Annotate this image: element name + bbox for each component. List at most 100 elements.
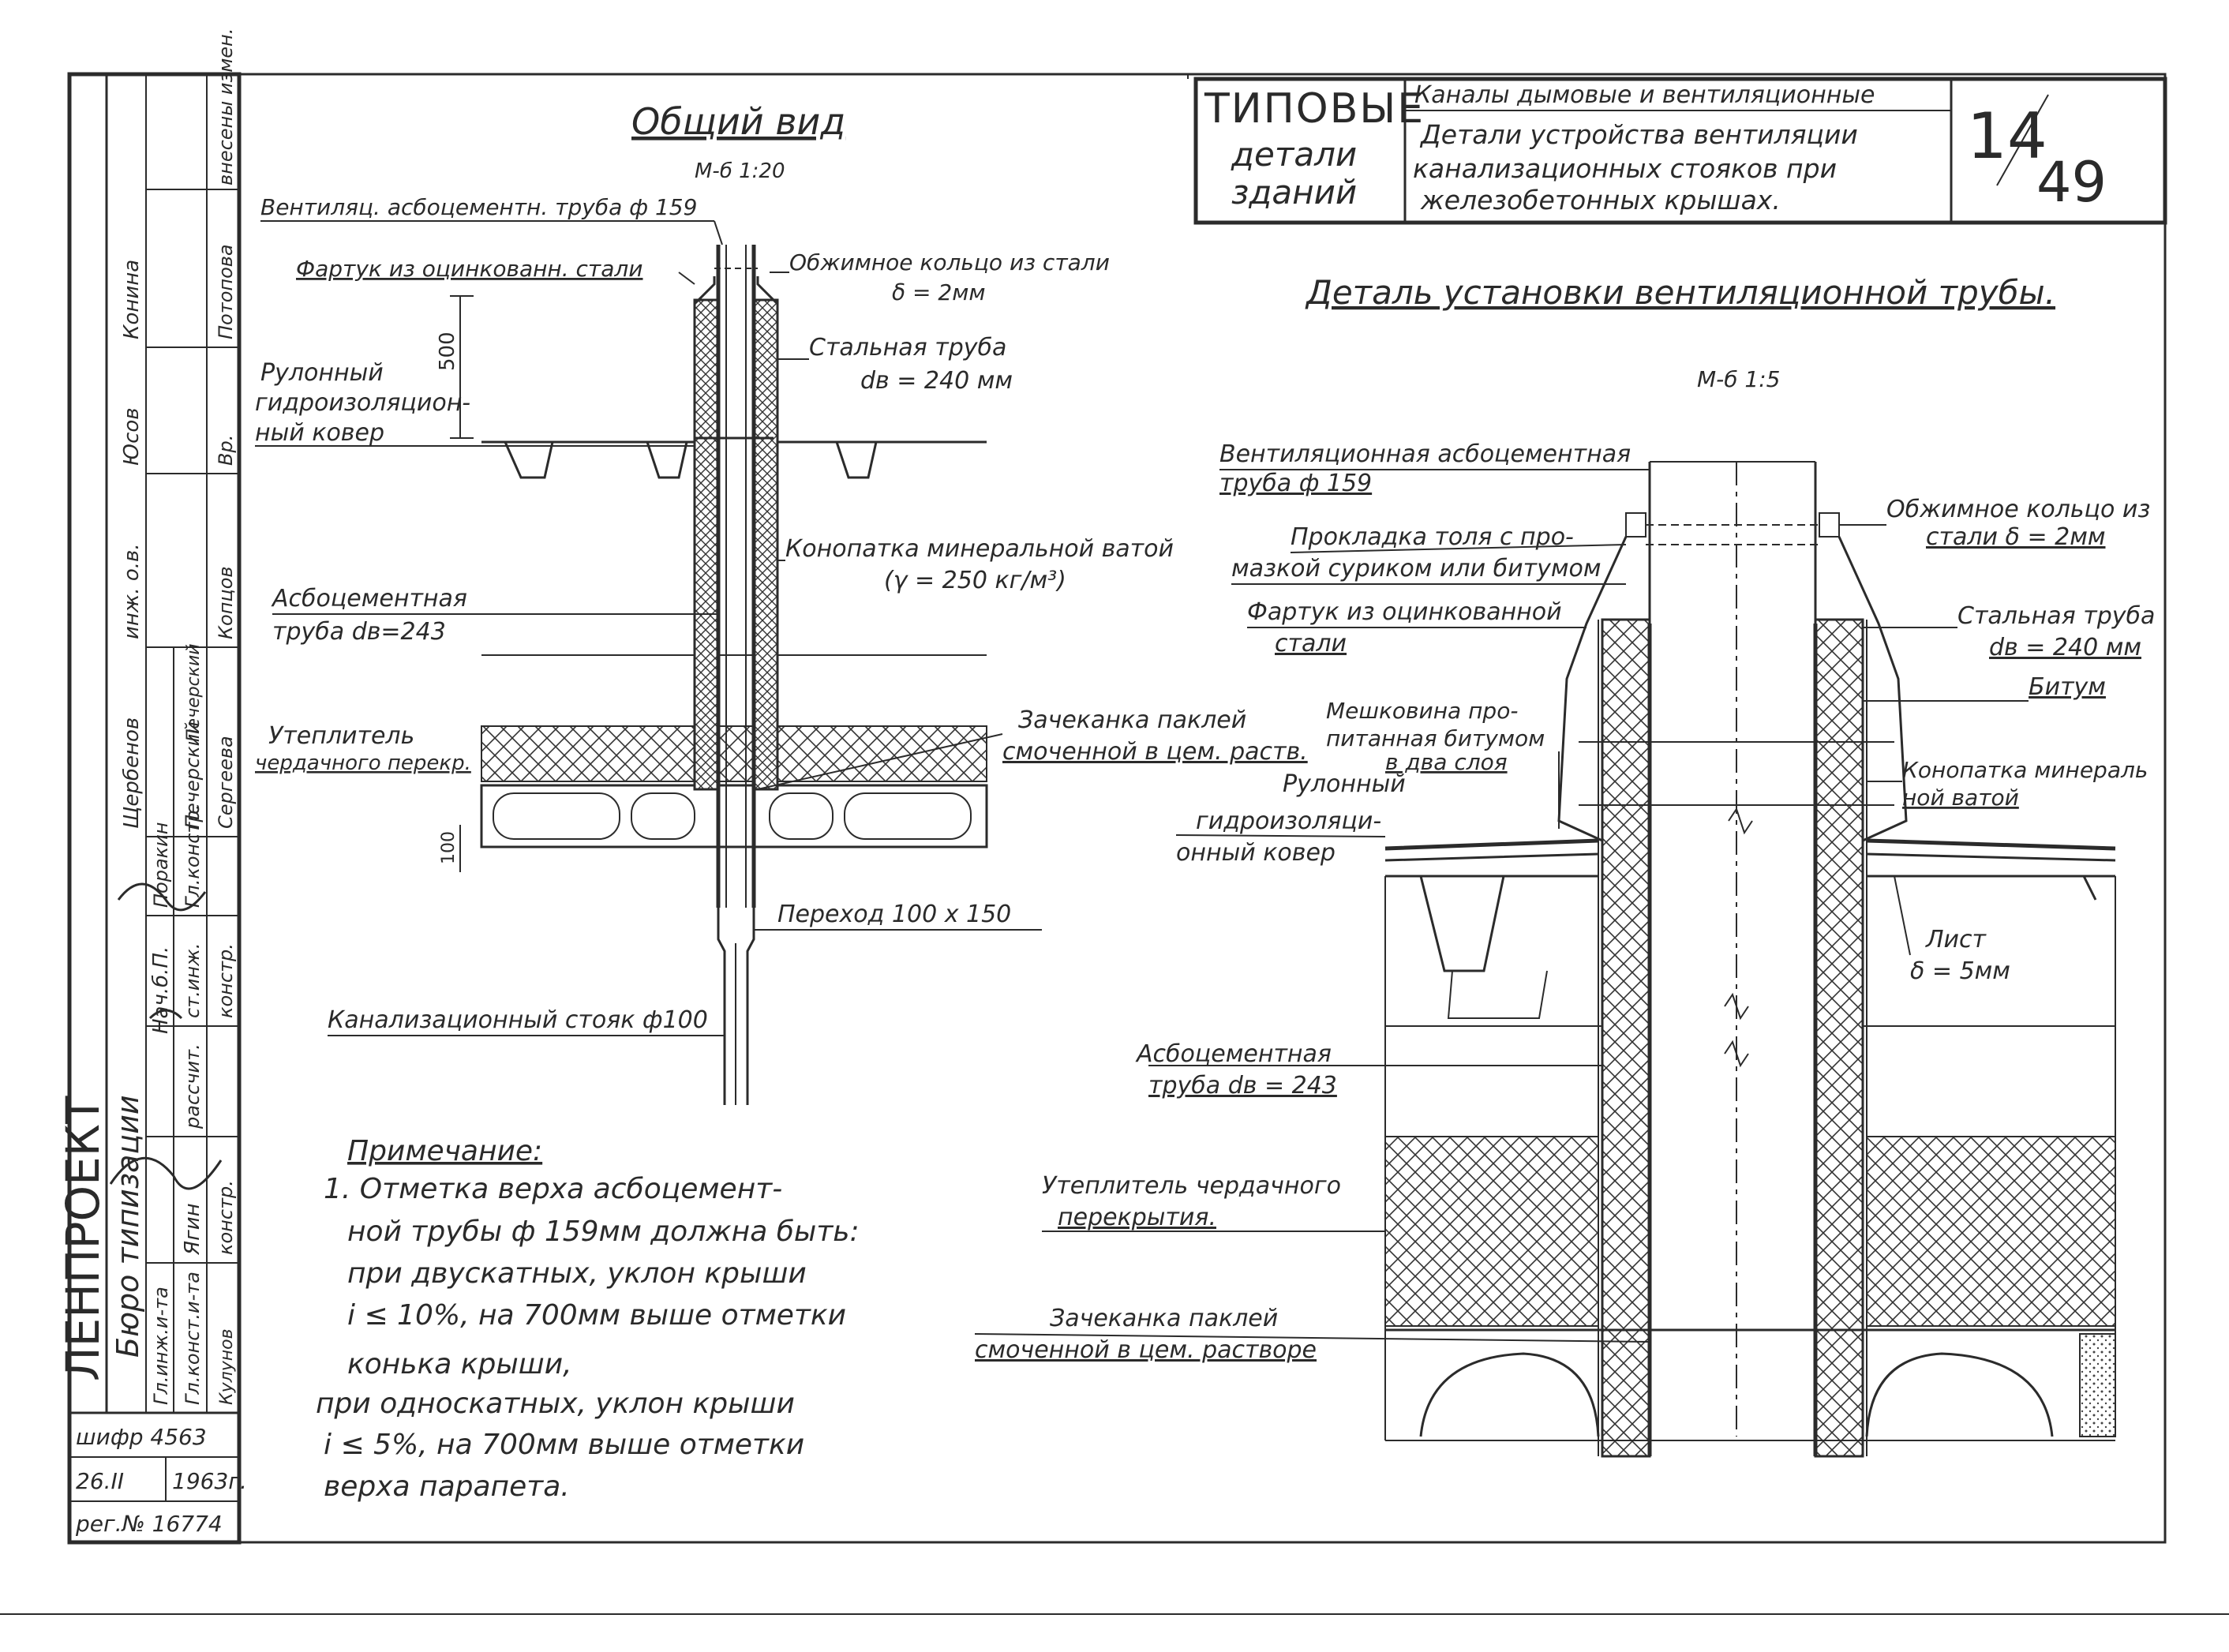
note-line-7: i ≤ 5%, на 700мм выше отметки: [324, 1429, 804, 1461]
detail-insulation-left: [1384, 1136, 1599, 1327]
shifr-label: шифр 4563: [76, 1424, 207, 1450]
detail-label-roll-1: Рулонный: [1283, 770, 1406, 798]
label-caulk-1: Конопатка минеральной ватой: [785, 535, 1174, 563]
stamp-role-2: Гл.конст.и-та: [182, 1272, 204, 1405]
label-tow-1: Зачеканка паклей: [1018, 706, 1246, 734]
date-day: 26.II: [76, 1468, 124, 1494]
note-line-6: при односкатных, уклон крыши: [316, 1388, 795, 1420]
detail-label-ring-1: Обжимное кольцо из: [1886, 496, 2150, 523]
detail-label-tow-2: смоченной в цем. растворе: [975, 1336, 1317, 1364]
label-transition: Переход 100 х 150: [777, 901, 1011, 928]
reg-number: рег.№ 16774: [75, 1511, 223, 1537]
detail-label-asb-1: Асбоцементная: [1135, 1040, 1332, 1068]
detail-scale: М-б 1:5: [1697, 366, 1781, 392]
org-name: ЛЕНПРОЕКТ: [56, 1096, 110, 1381]
signature-mark: [109, 882, 223, 1190]
note-line-3: при двускатных, уклон крыши: [347, 1257, 807, 1290]
detail-label-apron-2: стали: [1275, 630, 1347, 657]
detail-label-ins-1: Утеплитель чердачного: [1042, 1172, 1341, 1200]
caulk-left-hatch: [1601, 618, 1651, 1458]
label-tow-2: смоченной в цем. раств.: [1002, 738, 1308, 766]
label-asb-1: Асбоцементная: [271, 585, 467, 612]
installation-detail: Деталь установки вентиляционной трубы. М…: [974, 273, 2155, 1458]
stamp-role-5: ст.инж.: [182, 943, 204, 1018]
stamp-name-9: Юсов: [120, 407, 144, 466]
concrete-fill: [2079, 1333, 2116, 1437]
stamp-role-10: Вр.: [215, 435, 237, 466]
stamp-name-3: Щербенов: [120, 717, 144, 829]
label-asb-2: труба dв=243: [272, 618, 446, 646]
sheet-title-line-2: канализационных стояков при: [1413, 153, 1837, 184]
detail-label-steel-2: dв = 240 мм: [1989, 634, 2141, 661]
stamp-name-5: Печерский: [182, 721, 204, 829]
note-line-4: i ≤ 10%, на 700мм выше отметки: [347, 1299, 846, 1332]
stamp-name-7: Сергеева: [215, 736, 237, 829]
label-steel-pipe-2: dв = 240 мм: [860, 367, 1013, 395]
label-vent-pipe: Вентиляц. асбоцементн. труба ф 159: [260, 194, 697, 220]
detail-label-roll-3: онный ковер: [1176, 839, 1336, 867]
stamp-role-9: инж. о.в.: [120, 543, 144, 639]
general-view-title: Общий вид: [631, 100, 845, 143]
label-roll-3: ный ковер: [255, 419, 384, 447]
stamp-role-8: констр.: [215, 1180, 237, 1255]
label-steel-pipe-1: Стальная труба: [809, 334, 1006, 361]
label-ring-1: Обжимное кольцо из стали: [789, 249, 1110, 275]
label-sewer: Канализационный стояк ф100: [328, 1006, 708, 1034]
caulk-right-hatch: [1814, 618, 1864, 1458]
side-stamp: ЛЕНПРОЕКТ Бюро типизации Гл.инж.и-та Гл.…: [56, 28, 247, 1545]
detail-label-caulk-1: Конопатка минераль: [1902, 757, 2148, 783]
sheet-title-line-3: железобетонных крышах.: [1420, 185, 1781, 215]
note-block: Примечание: 1. Отметка верха асбоцемент-…: [316, 1135, 860, 1503]
attic-insulation-hatch: [481, 725, 987, 782]
stamp-role-11: внесены измен.: [215, 28, 237, 185]
detail-label-roll-2: гидроизоляци-: [1196, 807, 1381, 835]
detali-label: детали: [1231, 135, 1357, 174]
detail-label-apron-1: Фартук из оцинкованной: [1247, 598, 1562, 626]
detail-label-ring-2: стали δ = 2мм: [1926, 523, 2105, 551]
detail-label-sheet-1: Лист: [1925, 926, 1987, 953]
stamp-name-2: Кулунов: [217, 1328, 237, 1405]
stamp-name-1: Ягин: [181, 1203, 204, 1256]
label-ins-1: Утеплитель: [268, 722, 414, 750]
zdaniy-label: зданий: [1231, 173, 1357, 212]
date-year: 1963г.: [172, 1468, 247, 1494]
detail-label-burlap-2: питанная битумом: [1326, 725, 1545, 751]
note-line-2: ной трубы ф 159мм должна быть:: [347, 1216, 860, 1248]
detail-label-asb-2: труба dв = 243: [1148, 1072, 1337, 1099]
series-title: Каналы дымовые и вентиляционные: [1414, 81, 1875, 109]
detail-label-caulk-2: ной ватой: [1902, 785, 2019, 811]
detail-insulation-right: [1866, 1136, 2116, 1327]
label-roll-1: Рулонный: [260, 359, 384, 387]
detail-label-sheet-2: δ = 5мм: [1910, 957, 2010, 985]
stamp-name-6: Печерский: [184, 643, 204, 742]
stamp-role-4: Гл.констр.: [182, 804, 204, 908]
note-line-5: конька крыши,: [347, 1348, 572, 1380]
stamp-role-7: констр.: [215, 943, 237, 1018]
label-ins-2: чердачного перекр.: [255, 751, 471, 775]
detail-label-tow-1: Зачеканка паклей: [1050, 1305, 1278, 1332]
stamp-role-1: Гл.инж.и-та: [150, 1287, 172, 1405]
bureau-name: Бюро типизации: [111, 1095, 145, 1358]
general-view: Общий вид М-б 1:20 500 10: [255, 100, 1308, 1105]
dim-500: 500: [436, 332, 459, 371]
sheet-total: 49: [2036, 150, 2107, 215]
stamp-name-11: Потопова: [215, 244, 237, 339]
detail-label-vent-1: Вентиляционная асбоцементная: [1219, 440, 1631, 468]
stamp-role-6: рассчит.: [182, 1043, 204, 1129]
detail-label-steel-1: Стальная труба: [1957, 602, 2155, 630]
detail-label-gasket-2: мазкой суриком или битумом: [1231, 555, 1601, 583]
note-line-1: 1. Отметка верха асбоцемент-: [324, 1173, 782, 1205]
dim-100: 100: [439, 831, 459, 864]
typovye-label: ТИПОВЫЕ: [1204, 85, 1425, 133]
stamp-name-10: Конина: [120, 260, 144, 339]
stamp-name-8: Копцов: [215, 566, 237, 639]
detail-label-burlap-1: Мешковина про-: [1326, 698, 1518, 724]
stamp-role-3: Нач.б.П.: [149, 946, 173, 1034]
detail-label-burlap-3: в два слоя: [1385, 749, 1508, 775]
general-view-scale: М-б 1:20: [695, 159, 785, 183]
detail-title: Деталь установки вентиляционной трубы.: [1305, 273, 2055, 312]
label-apron: Фартук из оцинкованн. стали: [296, 256, 642, 282]
detail-label-bitumen: Битум: [2029, 673, 2106, 701]
label-caulk-2: (γ = 250 кг/м³): [884, 567, 1066, 594]
